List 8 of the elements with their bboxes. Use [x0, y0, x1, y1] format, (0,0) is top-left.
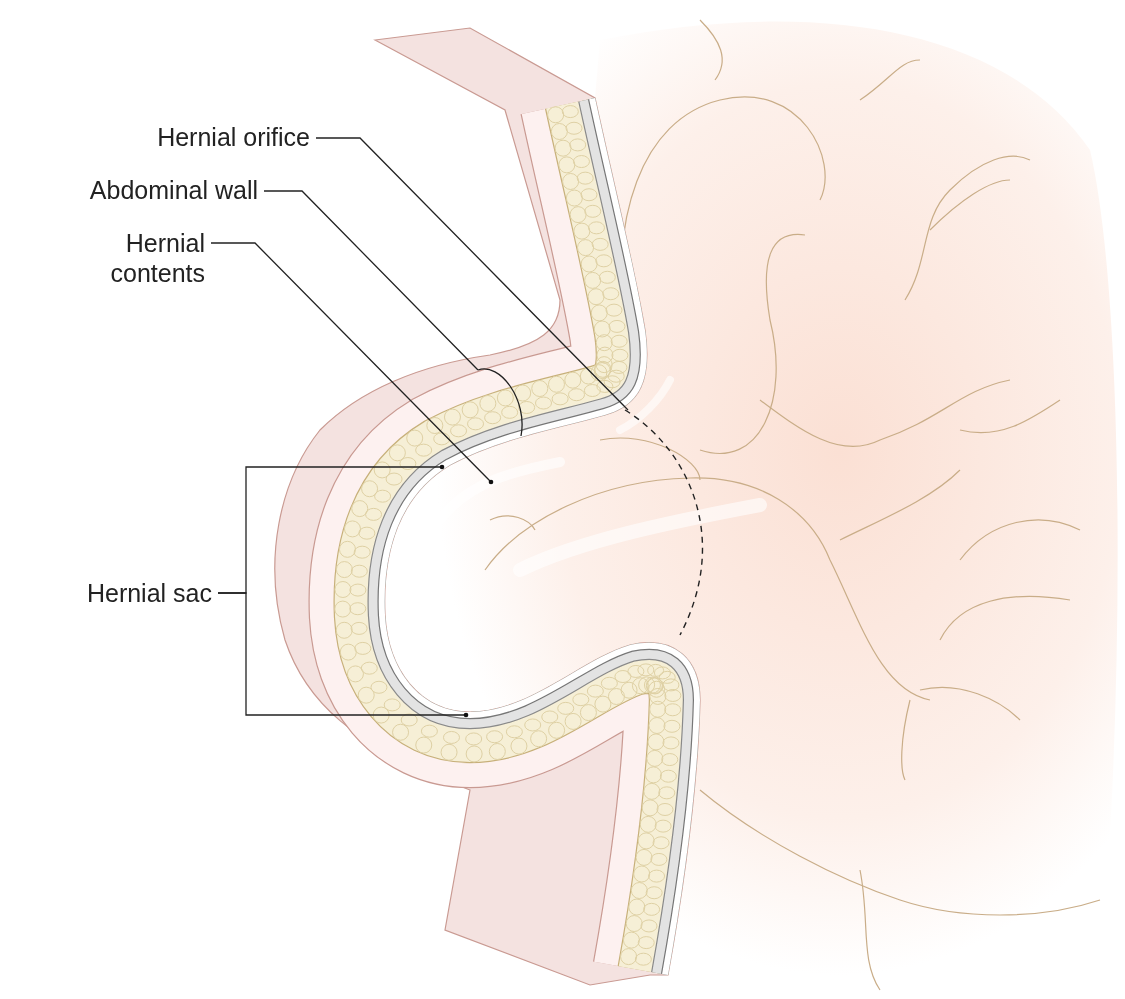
part-label: Hernial sac: [86, 578, 212, 608]
part-label: Hernial contents: [109, 228, 205, 288]
leader-line: [217, 592, 469, 718]
leader-line: [210, 242, 494, 485]
part-label: Hernial orifice: [157, 122, 310, 152]
leader-line: [315, 137, 629, 411]
part-label: Abdominal wall: [89, 175, 258, 205]
leader-line: [263, 190, 479, 371]
